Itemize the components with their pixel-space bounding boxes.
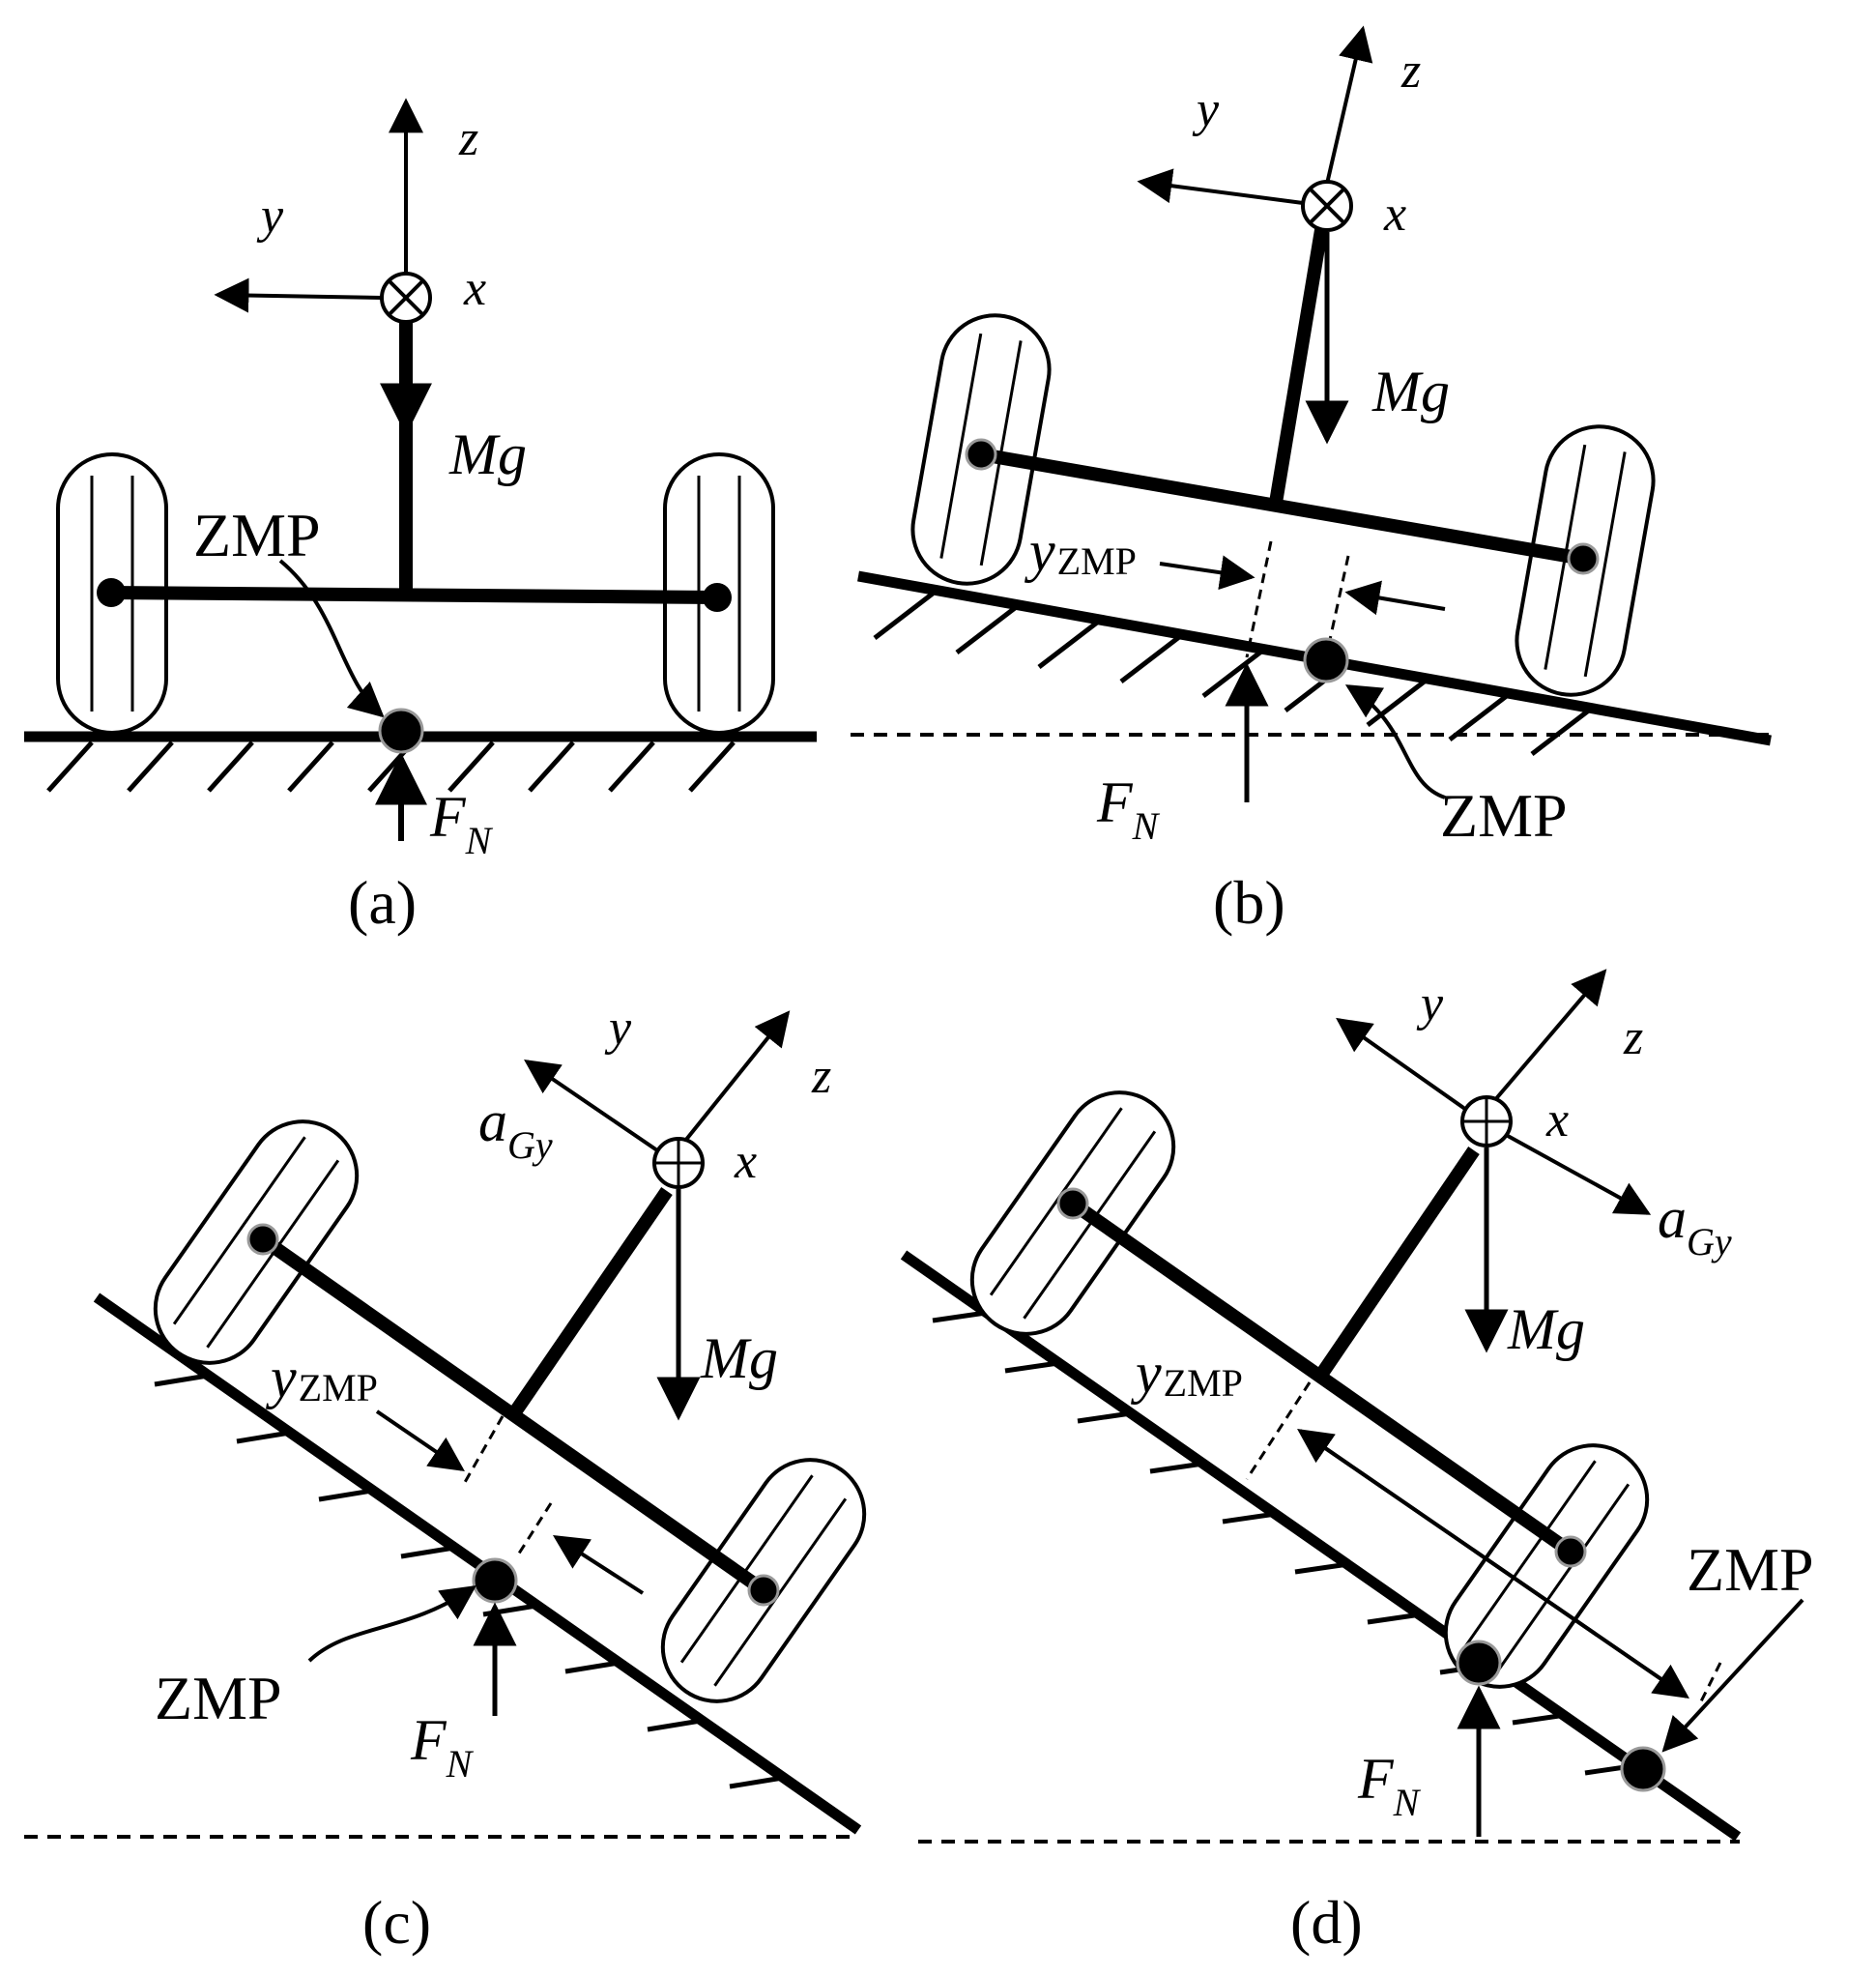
y-axis-label: y (604, 1001, 632, 1056)
zmp-label: ZMP (1440, 781, 1568, 850)
wheel-hub-right (1567, 542, 1600, 575)
yzmp-arrow-left (375, 1409, 465, 1472)
acceleration-label: aGy (1658, 1186, 1732, 1263)
cog-projection-point (1456, 1640, 1502, 1686)
ground-hatch (873, 592, 1592, 756)
zmp-pointer-arrow (307, 1584, 476, 1663)
z-axis-arrow (679, 1010, 791, 1147)
caption-a: (a) (348, 868, 417, 937)
acceleration-arrow (1507, 1134, 1652, 1215)
panel-d: y z x aGy Mg yZMP FN ZMP (d) (900, 969, 1814, 1957)
z-axis-label: z (1623, 1010, 1643, 1065)
wheel-hub-left (97, 578, 126, 607)
zmp-pointer-arrow (1344, 684, 1446, 799)
yzmp-label: yZMP (1130, 1341, 1243, 1405)
z-axis-label: z (458, 111, 478, 166)
yzmp-dimension-arrow (1298, 1429, 1689, 1699)
normal-force-label: FN (410, 1708, 475, 1786)
gravity-label: Mg (1507, 1297, 1585, 1361)
wheel-hub-left (965, 438, 997, 471)
y-axis-label: y (1192, 82, 1220, 137)
x-axis-label: x (463, 261, 486, 316)
gravity-label: Mg (700, 1326, 778, 1390)
ground-line (900, 1250, 1742, 1842)
normal-force-label: FN (1357, 1747, 1422, 1824)
x-axis-symbol (1460, 1095, 1513, 1147)
body-rod (506, 1187, 673, 1420)
zmp-point (1620, 1746, 1666, 1792)
dim-line-zmp (515, 1502, 553, 1557)
x-axis-label: x (734, 1134, 757, 1189)
zmp-pointer-arrow (1661, 1598, 1804, 1753)
dim-line-zmp (1699, 1662, 1722, 1702)
wheel-hub-left (246, 1223, 279, 1256)
y-axis-arrow (1336, 1017, 1471, 1114)
panel-a: z y x Mg ZMP FN (a) (24, 98, 817, 937)
panel-b: z y x Mg yZMP FN ZMP (b) (851, 25, 1772, 937)
caption-d: (d) (1290, 1888, 1363, 1957)
x-axis-label: x (1545, 1092, 1569, 1147)
zmp-point (472, 1557, 518, 1604)
gravity-label: Mg (448, 422, 527, 486)
z-axis-label: z (1400, 44, 1421, 99)
ground-line (93, 1292, 862, 1835)
zmp-pointer-arrow (278, 559, 385, 718)
panel-c: y z x aGy Mg yZMP FN ZMP (c) (24, 1001, 867, 1957)
caption-b: (b) (1213, 868, 1285, 937)
yzmp-arrow-right (552, 1535, 645, 1595)
normal-force-label: FN (429, 785, 494, 862)
dim-line-cog (1245, 540, 1273, 658)
z-axis-arrow (1491, 969, 1607, 1104)
wheel-hub-left (1056, 1187, 1089, 1220)
acceleration-label: aGy (478, 1089, 553, 1167)
dim-line-cog (1245, 1381, 1312, 1480)
z-axis-label: z (811, 1049, 831, 1104)
dim-line-cog (462, 1415, 505, 1485)
yzmp-arrow-left (1159, 555, 1255, 591)
zmp-label: ZMP (193, 501, 321, 569)
axle (979, 448, 1585, 566)
zmp-label: ZMP (1687, 1535, 1814, 1604)
zmp-label: ZMP (155, 1664, 282, 1732)
axle (110, 586, 718, 604)
body-rod (1313, 1147, 1480, 1381)
x-axis-symbol (652, 1137, 705, 1189)
y-axis-arrow (524, 1059, 659, 1152)
y-axis-arrow (1137, 168, 1304, 205)
body-rod (1269, 222, 1329, 505)
zmp-point (1303, 637, 1349, 683)
yzmp-label: yZMP (265, 1346, 378, 1409)
z-axis-arrow (1325, 25, 1373, 185)
y-axis-label: y (1416, 976, 1444, 1031)
wheel-hub-right (1554, 1535, 1587, 1568)
wheel-right (1443, 1443, 1650, 1689)
yzmp-label: yZMP (1024, 519, 1137, 583)
caption-c: (c) (362, 1888, 431, 1957)
gravity-label: Mg (1371, 360, 1450, 423)
normal-force-label: FN (1096, 770, 1161, 848)
x-axis-symbol (380, 272, 432, 324)
yzmp-arrow-right (1344, 580, 1446, 616)
y-axis-arrow (214, 277, 383, 313)
wheel-hub-right (747, 1574, 780, 1607)
wheel-hub-right (703, 583, 732, 612)
x-axis-label: x (1383, 187, 1406, 242)
x-axis-symbol (1301, 180, 1353, 232)
zmp-point (378, 708, 424, 754)
y-axis-label: y (256, 189, 284, 244)
